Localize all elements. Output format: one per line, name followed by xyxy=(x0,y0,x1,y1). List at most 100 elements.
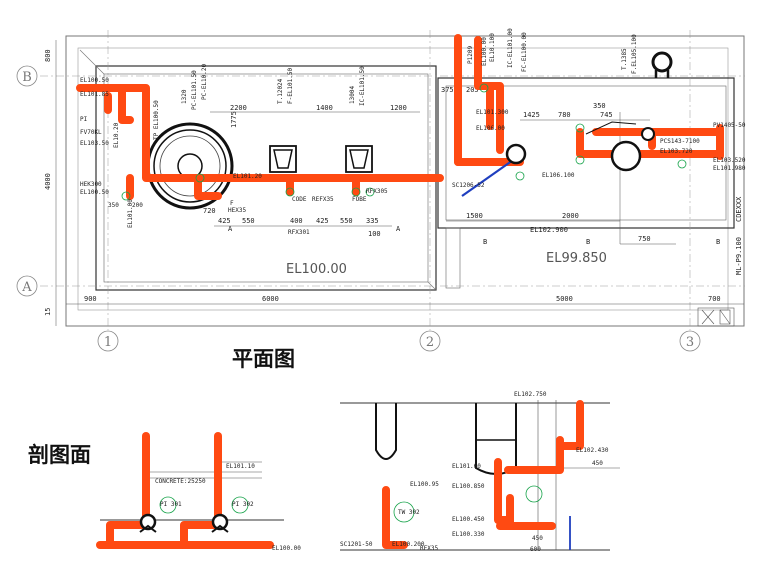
section-right: EL102.750 EL100.95 TW 302 SC1201-50 EL10… xyxy=(340,391,620,553)
dim-100: 100 xyxy=(368,230,381,238)
right-tank-outline xyxy=(437,77,735,229)
dim-1775: 1775 xyxy=(230,111,238,128)
vlabel-tp: TP EL100.50 xyxy=(153,100,160,140)
dim-1200: 1200 xyxy=(390,104,407,112)
pump-4 xyxy=(610,140,642,172)
axis-label-2: 2 xyxy=(426,335,434,350)
dim-left-800: 800 xyxy=(44,49,52,62)
sec-label-el100-450: EL100.450 xyxy=(452,516,485,523)
dim-left-15: 15 xyxy=(44,308,52,316)
label-el103-520: EL103.520 xyxy=(713,157,746,164)
vlabel-f-el105-100: F.EL105.100 xyxy=(631,34,638,74)
label-hek300: HEK300 xyxy=(80,181,102,188)
label-el103-720: EL103.720 xyxy=(660,148,693,155)
pump-1 xyxy=(269,145,297,173)
label-el103-50: EL103.50 xyxy=(80,140,109,147)
dim-1400: 1400 xyxy=(316,104,333,112)
section-left: EL101.10 CONCRETE:25250 PI 301 PI 302 EL… xyxy=(96,432,301,552)
sec-label-sc1201: SC1201-50 xyxy=(340,541,373,548)
vlabel-fc-el100-00: FC-EL100.00 xyxy=(521,32,528,72)
vlabel-el10-20: EL10.20 xyxy=(113,122,120,148)
dim-720: 720 xyxy=(203,207,216,215)
dim-750: 750 xyxy=(638,235,651,243)
label-code: CODE xyxy=(292,196,307,203)
axis-bubble-a xyxy=(16,275,38,297)
label-section-a-left: A xyxy=(228,225,233,233)
label-el101-20: EL101.20 xyxy=(233,173,262,180)
label-section-b-2: B xyxy=(586,238,590,246)
axis-label-3: 3 xyxy=(686,335,694,350)
sec-label-pi301: PI 301 xyxy=(160,501,182,508)
sec-label-el100-330: EL100.330 xyxy=(452,531,485,538)
vlabel-1320: 1320 xyxy=(181,89,188,104)
dim-745: 745 xyxy=(600,111,613,119)
label-refx35: REFX35 xyxy=(312,196,334,203)
dim-bottom-900: 900 xyxy=(84,295,97,303)
label-el101-85: EL101.85 xyxy=(80,91,109,98)
dim-205: 205 xyxy=(466,86,479,94)
label-section-a-right: A xyxy=(396,225,401,233)
plan-frame-outer xyxy=(65,35,745,327)
pump-3 xyxy=(505,143,527,165)
axis-label-b: B xyxy=(22,70,32,85)
vent-device-icon xyxy=(651,51,673,78)
label-el101-980: EL101.980 xyxy=(713,165,746,172)
pump-2 xyxy=(345,145,373,173)
axis-bubble-1 xyxy=(97,330,119,352)
sec-label-el102-750: EL102.750 xyxy=(514,391,547,398)
sec-label-el101-60: EL101.60 xyxy=(452,463,481,470)
label-el106-00: EL106.00 xyxy=(476,125,505,132)
dim-550-a: 550 xyxy=(242,217,255,225)
label-ml-p9: ML-P9.100 xyxy=(735,237,743,275)
label-cdexxx: CDEXXX xyxy=(735,196,743,222)
plan-view: B A 1 2 3 900 6000 5000 700 800 4000 15 … xyxy=(16,28,746,371)
blue-pipe xyxy=(461,157,517,197)
dim-1500: 1500 xyxy=(466,212,483,220)
label-rfx301: RFX301 xyxy=(288,229,310,236)
sec-label-el100-850: EL100.850 xyxy=(452,483,485,490)
label-rfx305: RFX305 xyxy=(366,188,388,195)
plan-title: 平面图 xyxy=(232,347,295,371)
vlabel-f-el101-50: F-EL101.50 xyxy=(287,67,294,104)
vlabel-pc-el10-20: PC-EL10.20 xyxy=(201,63,208,100)
sec-label-el100-200: EL100.200 xyxy=(392,541,425,548)
vlabel-13004: 13004 xyxy=(349,86,356,104)
label-el100-50b: EL100.50 xyxy=(80,189,109,196)
dim-bottom-5000: 5000 xyxy=(556,295,573,303)
label-section-b-3: B xyxy=(716,238,720,246)
dim-bottom-6000: 6000 xyxy=(262,295,279,303)
dim-1425: 1425 xyxy=(523,111,540,119)
dim-2000: 2000 xyxy=(562,212,579,220)
sec-label-600: 600 xyxy=(530,546,541,553)
label-sc1206: SC1206-52 xyxy=(452,182,485,189)
label-200: 200 xyxy=(132,202,143,209)
axis-label-a: A xyxy=(21,280,32,295)
sec-label-concrete: CONCRETE:25250 xyxy=(155,478,206,485)
vlabel-t1385: T.1385 xyxy=(621,48,628,70)
label-el101-300: EL101.300 xyxy=(476,109,509,116)
dim-400: 400 xyxy=(290,217,303,225)
dim-335: 335 xyxy=(366,217,379,225)
pipe-network-left xyxy=(76,84,444,200)
section-title: 剖图面 xyxy=(28,443,91,467)
dim-375: 375 xyxy=(441,86,454,94)
vlabel-pc-el101-50: PC-EL101.50 xyxy=(191,70,198,110)
dim-550-b: 550 xyxy=(340,217,353,225)
dim-425-a: 425 xyxy=(218,217,231,225)
vlabel-t12024: T.12024 xyxy=(277,78,284,104)
section-view: 剖图面 EL101.10 CONCRETE:25250 PI 301 P xyxy=(28,391,620,553)
vlabel-p1209: P1209 xyxy=(467,46,474,64)
label-fobe: FOBE xyxy=(352,196,367,203)
green-markers xyxy=(121,83,687,201)
axis-bubble-3 xyxy=(679,330,701,352)
vlabel-el100-00: EL100.00 xyxy=(481,37,488,66)
dim-425-b: 425 xyxy=(316,217,329,225)
axis-bubble-b xyxy=(16,65,38,87)
dim-2200: 2200 xyxy=(230,104,247,112)
valve-right xyxy=(641,127,655,141)
pipe-network-right xyxy=(454,34,724,166)
vlabel-el10-100: EL10.100 xyxy=(489,33,496,62)
axis-bubble-2 xyxy=(419,330,441,352)
right-tank-inner xyxy=(445,85,727,221)
